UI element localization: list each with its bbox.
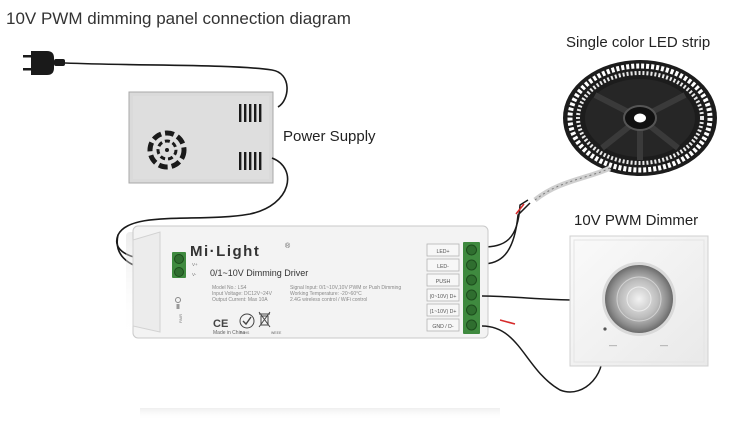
driver-brand: Mi·Light bbox=[190, 243, 260, 260]
spec-input-voltage: Input Voltage: DC12V~24V bbox=[212, 291, 273, 297]
output-terminal-block bbox=[463, 242, 480, 334]
spec-signal-input: Signal Input: 0/1~10V,10V PWM or Push Di… bbox=[290, 285, 401, 291]
dimming-driver bbox=[126, 225, 489, 342]
mains-wire bbox=[64, 62, 288, 108]
led-strip-label: Single color LED strip bbox=[566, 34, 711, 51]
led-strip-tail bbox=[533, 165, 612, 202]
terminal-label-push: PUSH bbox=[436, 279, 451, 285]
dimmer-ground-wire bbox=[481, 325, 603, 393]
power-supply-label: Power Supply bbox=[283, 128, 376, 145]
rohs-label: RoHS bbox=[240, 331, 250, 335]
spec-working-temp: Working Temperature: -20~60°C bbox=[290, 291, 362, 297]
power-supply bbox=[128, 91, 274, 184]
terminal-label-0-10v-dplus: (0~10V) D+ bbox=[430, 294, 457, 300]
input-terminal-block bbox=[172, 252, 186, 278]
power-plug-icon bbox=[23, 51, 65, 75]
input-terminal-label-vn: V- bbox=[192, 272, 197, 277]
output-label-boxes bbox=[426, 243, 460, 332]
spec-output-current: Output Current: Max 10A bbox=[212, 297, 268, 303]
led-negative-wire bbox=[481, 202, 531, 265]
terminal-label-gnd-dminus: GND / D- bbox=[432, 324, 454, 330]
driver-product-name: 0/1~10V Dimming Driver bbox=[210, 268, 308, 278]
fan-icon bbox=[147, 130, 187, 170]
rohs-check-icon bbox=[239, 313, 255, 329]
dimmer-signal-wire bbox=[481, 295, 576, 301]
weee-bin-icon bbox=[258, 311, 271, 328]
led-strip-reel bbox=[563, 60, 717, 176]
spec-wireless: 2.4G wireless control / WiFi control bbox=[290, 297, 367, 303]
terminal-label-led-plus: LED+ bbox=[436, 249, 449, 255]
made-in-label: Made in China bbox=[213, 330, 245, 336]
pair-button bbox=[175, 297, 181, 309]
weee-label: WEEE bbox=[271, 331, 282, 335]
dimmer-knob-icon bbox=[605, 265, 673, 333]
input-terminal-label-vp: V+ bbox=[192, 262, 198, 267]
terminal-label-1-10v-dplus: (1~10V) D+ bbox=[430, 309, 457, 315]
terminal-label-led-minus: LED- bbox=[437, 264, 449, 270]
pwm-dimmer-panel bbox=[569, 235, 709, 367]
dimmer-label: 10V PWM Dimmer bbox=[574, 212, 699, 229]
registered-mark: ® bbox=[285, 242, 291, 250]
diagram-title: 10V PWM dimming panel connection diagram bbox=[6, 9, 351, 28]
pair-label: PAIR bbox=[178, 314, 183, 323]
vent-icon bbox=[239, 104, 262, 170]
led-positive-wire bbox=[481, 199, 529, 248]
ce-mark-icon: CE bbox=[213, 318, 228, 330]
spec-model: Model No.: LS4 bbox=[212, 285, 247, 291]
